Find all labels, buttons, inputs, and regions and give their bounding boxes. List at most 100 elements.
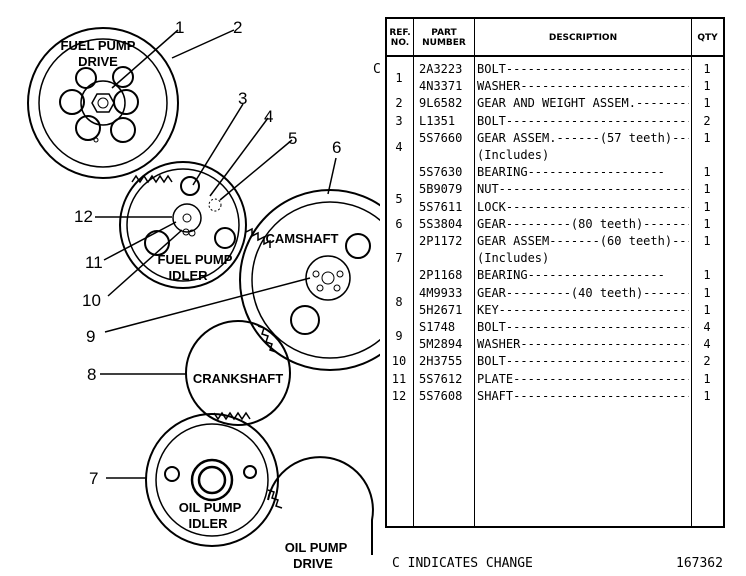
oil-pump-drive-label-2: DRIVE bbox=[293, 556, 333, 571]
figure-id: 167362 bbox=[676, 556, 723, 571]
change-note: C INDICATES CHANGE bbox=[392, 556, 533, 571]
cell-desc: KEY----------------------------- bbox=[477, 302, 689, 317]
table-row: 10 2H3755 BOLT----------------------------… bbox=[387, 353, 723, 370]
cell-qty: 1 bbox=[703, 96, 711, 111]
callout-5: 5 bbox=[288, 129, 297, 148]
cell-desc: GEAR ASSEM-------(60 teeth)---- bbox=[477, 234, 689, 248]
table-row: 2P1168 BEARING------------------- 1 bbox=[387, 267, 723, 284]
cell-ref: 1 bbox=[395, 71, 403, 86]
cell-ref: 11 bbox=[391, 371, 407, 386]
cell-qty: 1 bbox=[703, 285, 711, 300]
cell-qty: 1 bbox=[703, 165, 711, 180]
cell-ref: 8 bbox=[395, 294, 403, 309]
fuel-pump-drive-label-2: DRIVE bbox=[78, 54, 118, 69]
cell-part: 5S3804 bbox=[419, 216, 463, 231]
cell-qty: 1 bbox=[703, 268, 711, 283]
cell-ref: 2 bbox=[395, 96, 403, 111]
cell-ref: 4 bbox=[395, 140, 403, 154]
cell-desc: WASHER-------------------------- bbox=[477, 337, 689, 352]
callout-8: 8 bbox=[87, 365, 96, 384]
fuel-pump-drive-label-1: FUEL PUMP bbox=[61, 38, 136, 53]
cell-qty: 1 bbox=[703, 302, 711, 317]
table-row: 5S7630 BEARING-------------------1 bbox=[387, 164, 723, 181]
fuel-pump-idler-label-2: IDLER bbox=[169, 268, 209, 283]
header-part-number: PART NUMBER bbox=[414, 19, 474, 57]
cell-part: 5S7608 bbox=[419, 388, 463, 403]
cell-part: 4N3371 bbox=[419, 79, 463, 94]
cell-part: 5H2671 bbox=[419, 302, 463, 317]
oil-pump-idler-gear bbox=[145, 413, 279, 547]
table-row: 11 5S7612 PLATE---------------------------… bbox=[387, 371, 723, 388]
cell-qty: 1 bbox=[703, 234, 711, 248]
cell-qty: 1 bbox=[703, 182, 711, 197]
cell-qty: 1 bbox=[703, 62, 711, 76]
cell-desc: BOLT---------------------------- bbox=[477, 320, 689, 334]
callout-2: 2 bbox=[233, 18, 242, 37]
table-row: 7 (Includes) bbox=[387, 250, 723, 267]
cell-desc: NUT----------------------------- bbox=[477, 182, 689, 197]
cell-part: 5M2894 bbox=[419, 337, 463, 352]
cell-desc: (Includes) bbox=[477, 251, 550, 266]
cell-ref: 9 bbox=[395, 329, 403, 344]
table-row: 2P1172 GEAR ASSEM-------(60 teeth)---- 1 bbox=[387, 233, 723, 250]
cell-qty: 2 bbox=[703, 113, 711, 128]
cell-part: 5S7611 bbox=[419, 199, 463, 214]
callout-9: 9 bbox=[86, 327, 95, 346]
callout-4: 4 bbox=[264, 107, 273, 126]
change-mark: C bbox=[373, 62, 381, 77]
cell-qty: 2 bbox=[703, 354, 711, 369]
fuel-pump-idler-gear bbox=[119, 161, 247, 289]
callout-3: 3 bbox=[238, 89, 247, 108]
table-row: 8 5H2671 KEY----------------------------- 1 bbox=[387, 295, 723, 319]
cell-part: 2P1168 bbox=[419, 268, 463, 283]
cell-ref: 6 bbox=[395, 216, 403, 231]
cell-part: 5S7612 bbox=[419, 371, 463, 386]
cell-desc: (Includes) bbox=[477, 148, 550, 162]
cell-ref: 7 bbox=[395, 251, 403, 266]
cell-desc: GEAR---------(40 teeth)-------- bbox=[477, 285, 689, 300]
cell-part: 2H3755 bbox=[419, 354, 463, 369]
camshaft-gear bbox=[239, 189, 380, 371]
cell-qty: 4 bbox=[703, 320, 711, 334]
oil-pump-idler-label-1: OIL PUMP bbox=[179, 500, 242, 515]
cell-part: 2A3223 bbox=[419, 62, 463, 76]
header-ref-no: REF. NO. bbox=[387, 19, 413, 57]
callout-12: 12 bbox=[74, 207, 93, 226]
cell-desc: BOLT---------------------------- bbox=[477, 354, 689, 369]
callout-6: 6 bbox=[332, 138, 341, 157]
crankshaft-label: CRANKSHAFT bbox=[193, 371, 283, 386]
table-row: 4 (Includes) bbox=[387, 140, 723, 164]
cell-part: 5B9079 bbox=[419, 182, 463, 197]
cell-qty: 1 bbox=[703, 130, 711, 145]
cell-ref: 10 bbox=[391, 354, 407, 369]
cell-desc: BOLT--------------------------- bbox=[477, 62, 689, 76]
cell-qty: 1 bbox=[703, 199, 711, 214]
cell-desc: PLATE--------------------------- bbox=[477, 371, 689, 386]
cell-part: 9L6582 bbox=[419, 96, 463, 111]
callout-1: 1 bbox=[175, 18, 184, 37]
cell-desc: BOLT---------------------------- bbox=[477, 113, 689, 128]
fuel-pump-drive-gear bbox=[27, 27, 179, 179]
cell-ref: 3 bbox=[395, 113, 403, 128]
cell-desc: BEARING------------------- bbox=[477, 165, 665, 180]
cell-ref: 5 bbox=[395, 191, 403, 206]
callout-10: 10 bbox=[82, 291, 101, 310]
table-row: 5B9079 NUT----------------------------- 1 bbox=[387, 181, 723, 198]
fuel-pump-idler-label-1: FUEL PUMP bbox=[158, 252, 233, 267]
cell-desc: BEARING------------------- bbox=[477, 268, 665, 283]
cell-desc: GEAR---------(80 teeth)-------- bbox=[477, 216, 689, 231]
oil-pump-drive-gear bbox=[267, 456, 374, 555]
parts-list-table: REF. NO. PART NUMBER DESCRIPTION QTY 2A3… bbox=[385, 17, 725, 528]
cell-desc: GEAR ASSEM.------(57 teeth)---- bbox=[477, 130, 689, 145]
crankshaft-gear bbox=[185, 320, 291, 426]
header-description: DESCRIPTION bbox=[475, 19, 691, 57]
table-row: 2A3223 BOLT--------------------------- 1 bbox=[387, 61, 723, 78]
cell-part: 2P1172 bbox=[419, 234, 463, 248]
